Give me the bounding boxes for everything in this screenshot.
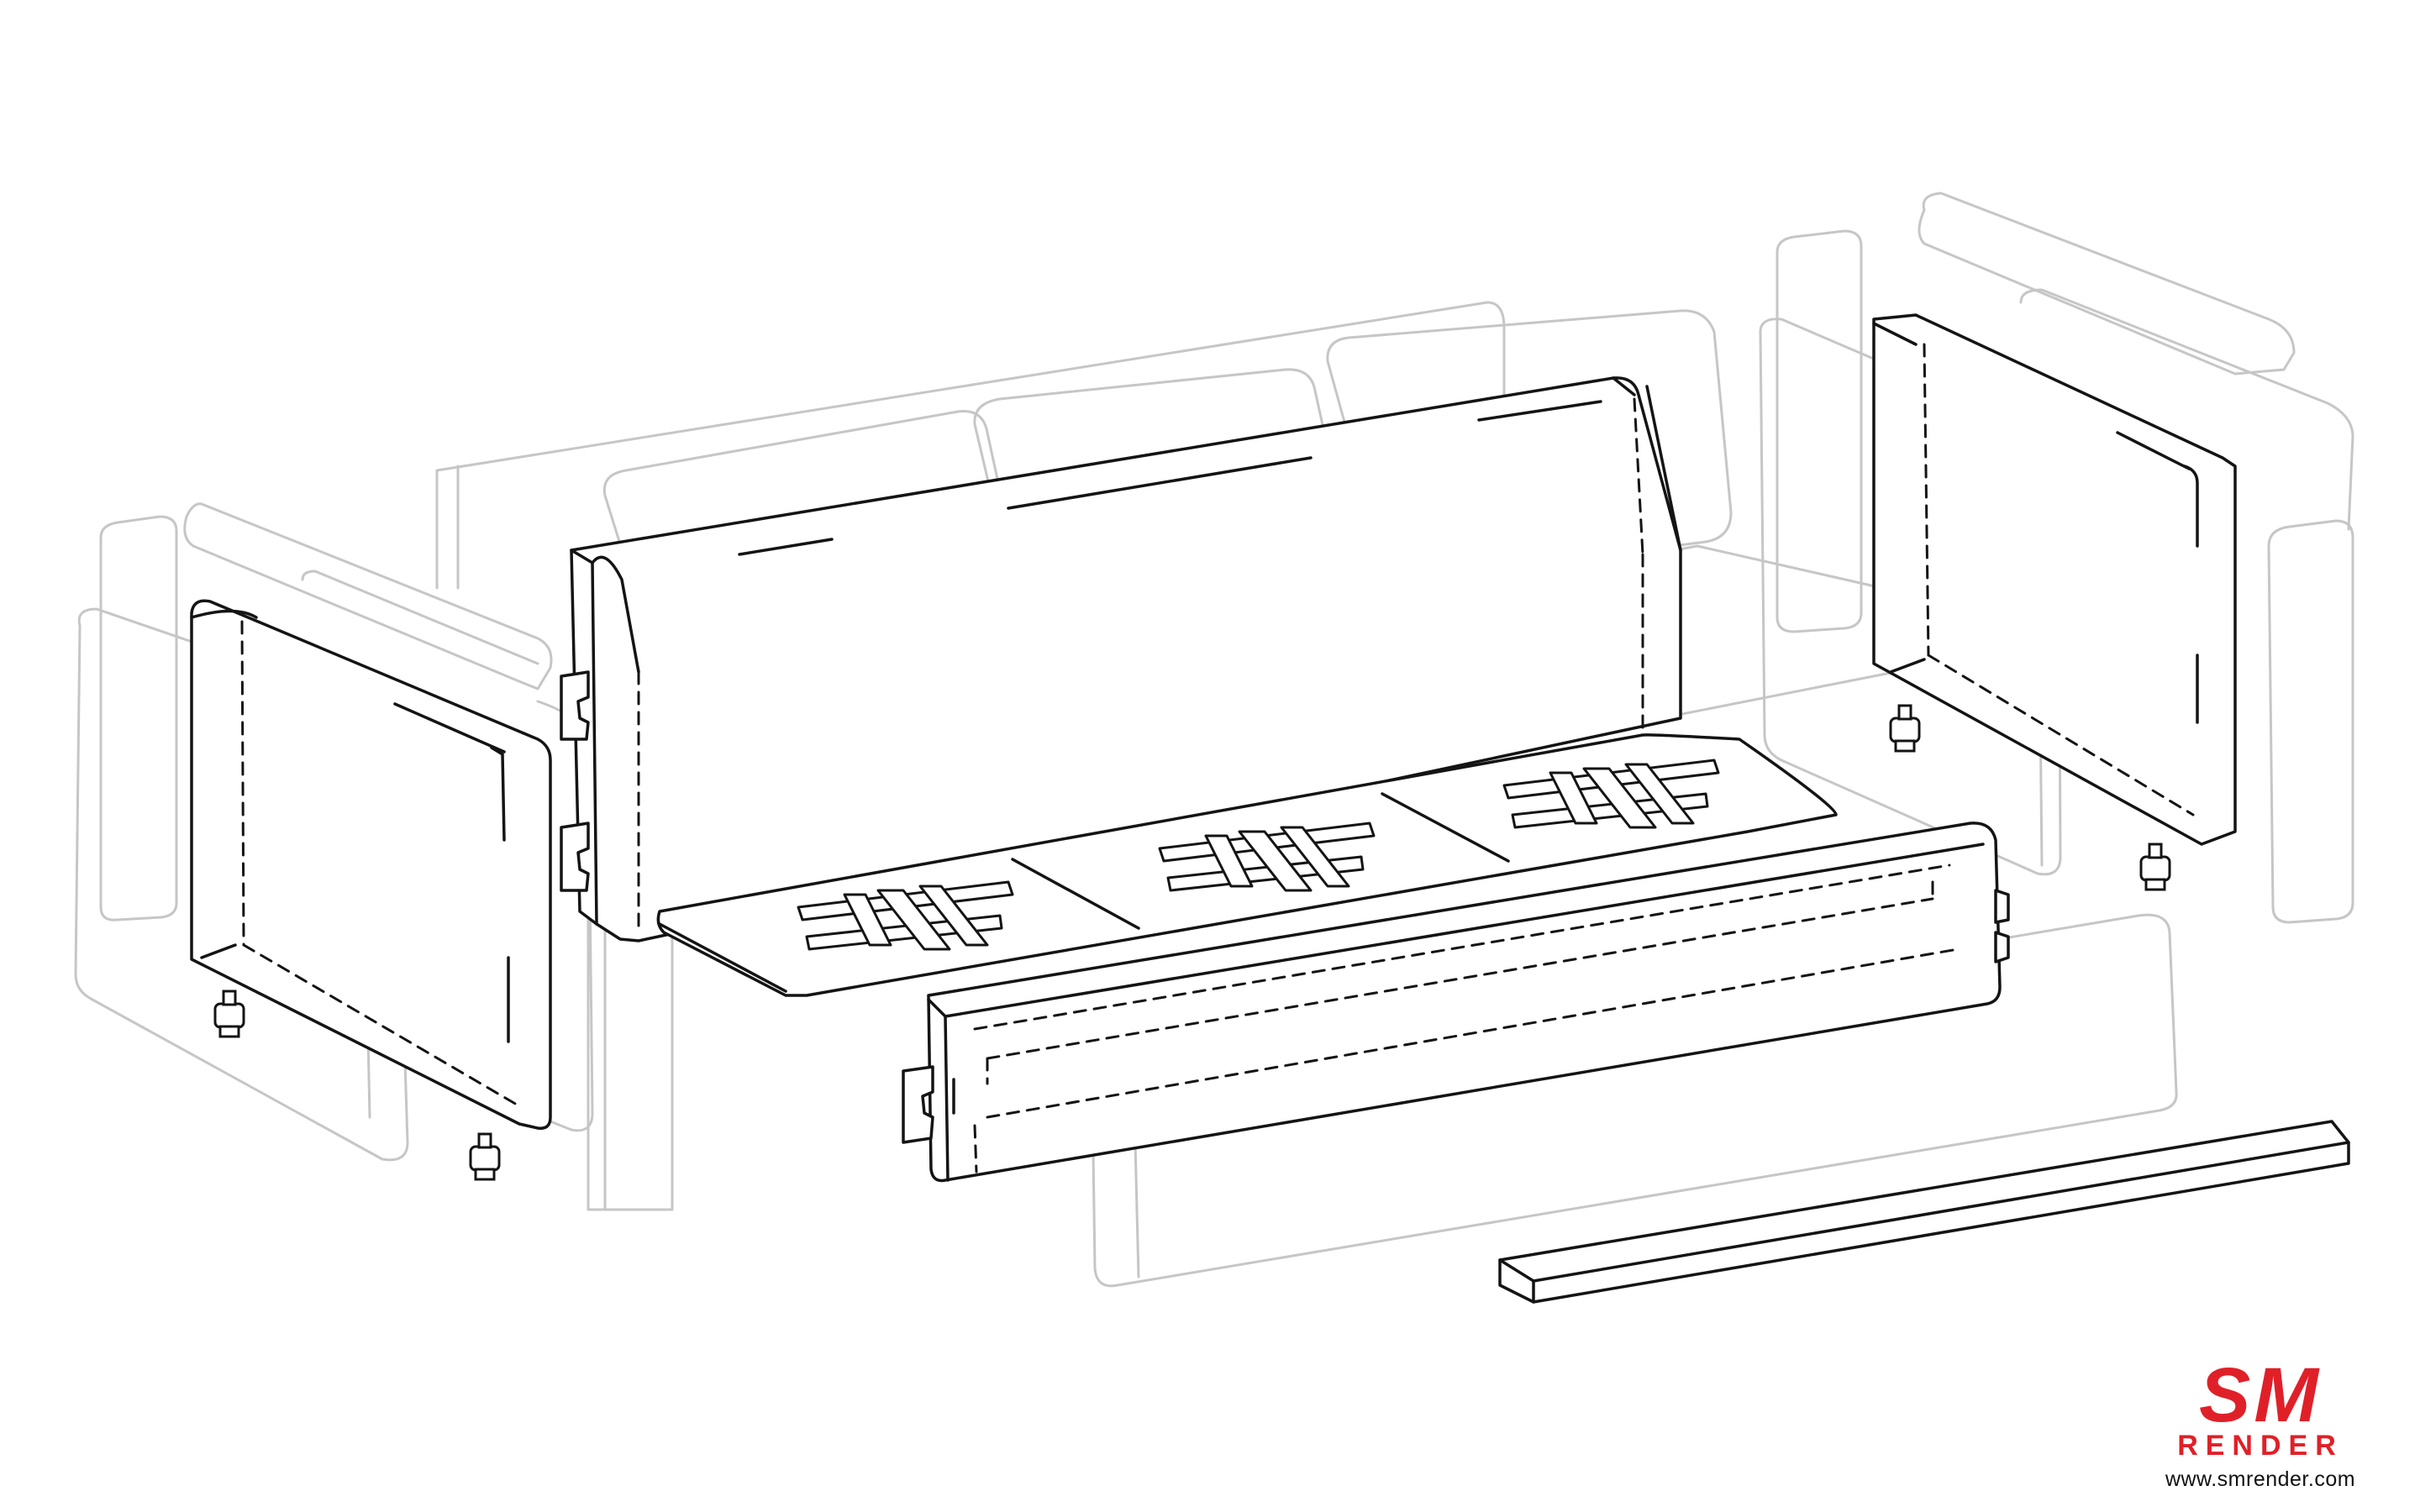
webbing-center: [1158, 822, 1376, 892]
webbing-left: [797, 880, 1014, 951]
ghost-left-armrest: [183, 502, 553, 690]
foot-left-1: [213, 990, 245, 1038]
smrender-logo: SM RENDER www.smrender.com: [2134, 1352, 2386, 1492]
left-feet: [213, 990, 501, 1181]
logo-sm-text: SM: [2199, 1352, 2322, 1438]
right-feet: [1889, 704, 2171, 891]
ghost-back-frame: [435, 301, 1506, 472]
foot-right-1: [1889, 704, 1921, 753]
website-url[interactable]: www.smrender.com: [2165, 1467, 2356, 1491]
seat-deck: [656, 733, 1838, 997]
foot-left-2: [469, 1132, 501, 1181]
logo-render-text: RENDER: [2177, 1430, 2344, 1462]
webbing-right: [1502, 759, 1720, 829]
ghost-right-armrest: [1918, 192, 2296, 375]
left-side-panel: [190, 599, 552, 1130]
bottom-slat: [1498, 1120, 2350, 1304]
ghost-right-arm-post: [2267, 519, 2354, 924]
foot-right-2: [2139, 843, 2171, 891]
ghost-right-arm-back: [1776, 229, 1863, 633]
ghost-left-arm-back: [99, 515, 178, 921]
front-rail: [902, 822, 2010, 1183]
back-frame: [560, 376, 1682, 942]
right-side-panel: [1872, 313, 2237, 846]
ghost-front-rail: [1091, 913, 2178, 1288]
